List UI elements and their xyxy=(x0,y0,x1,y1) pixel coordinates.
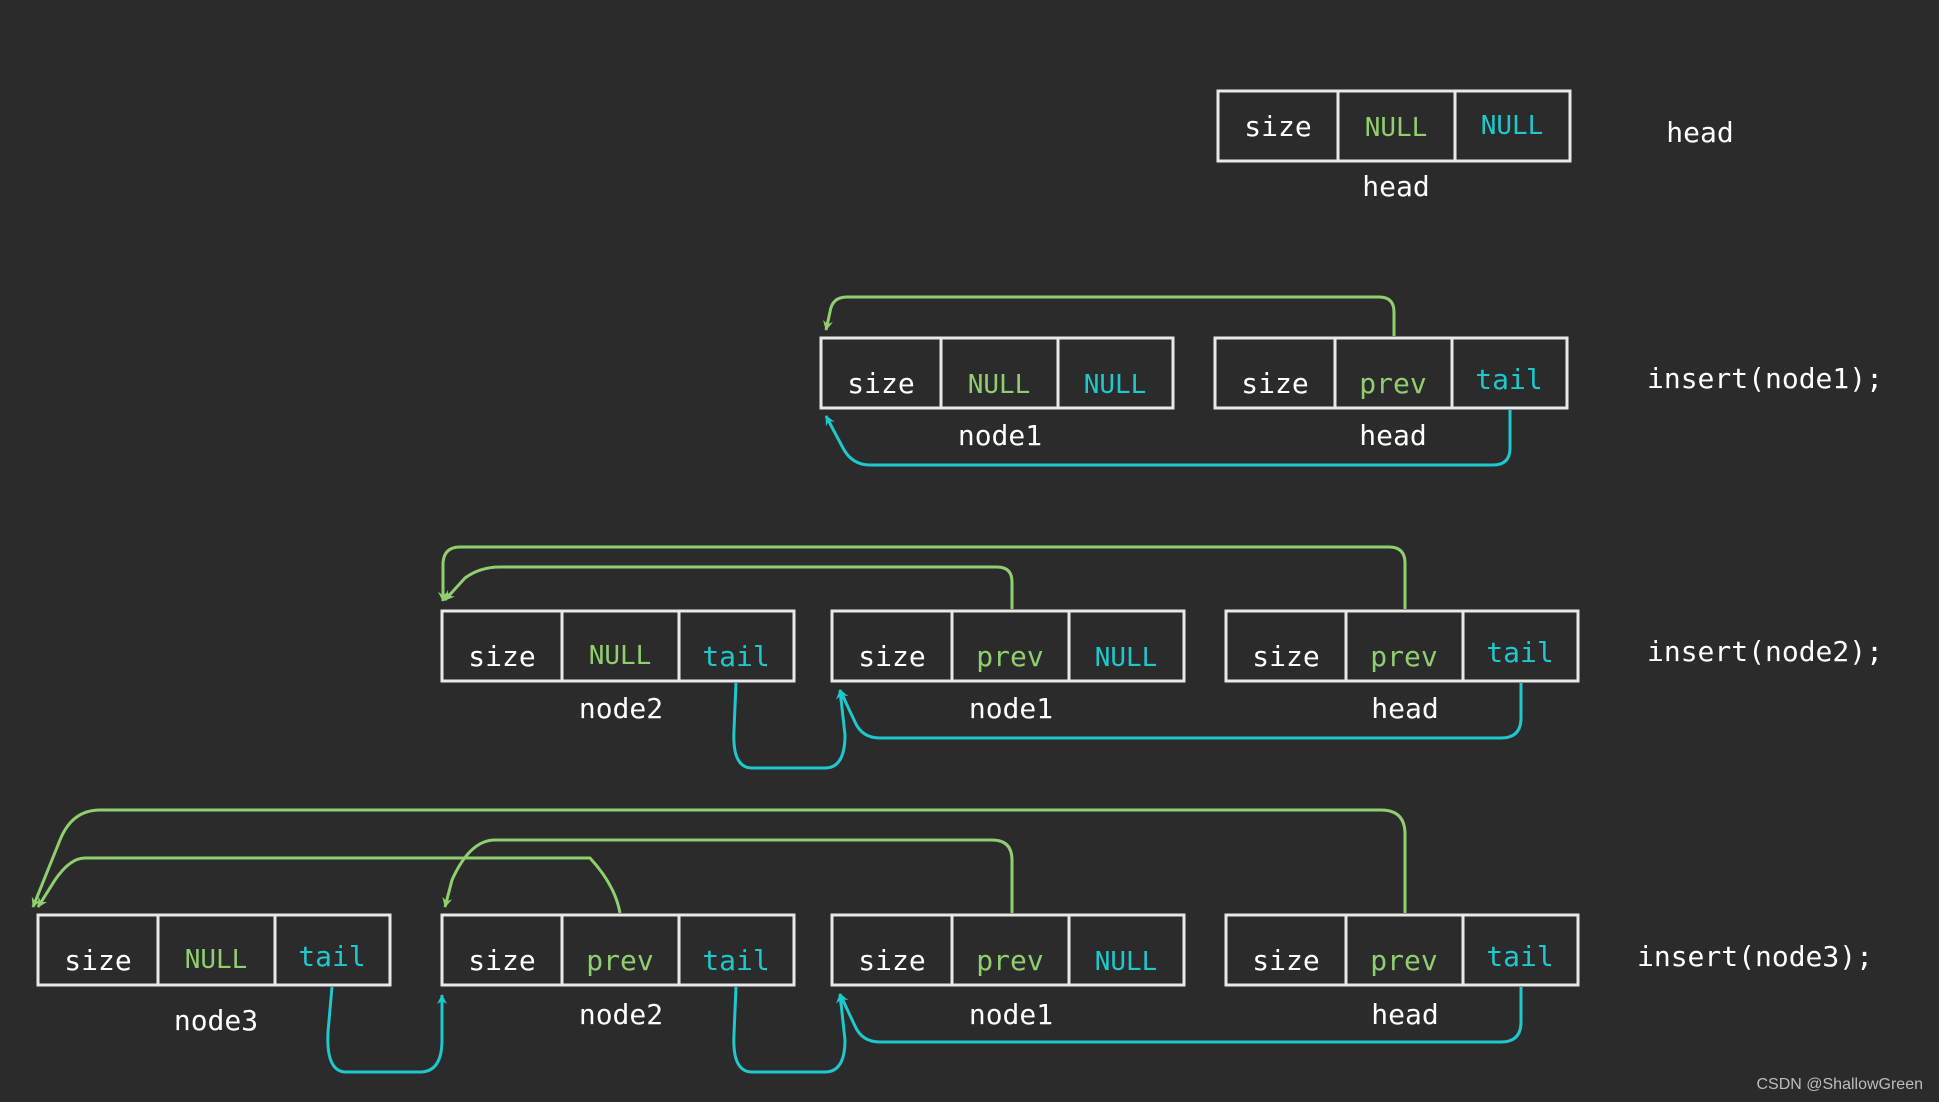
prev-field: prev xyxy=(976,640,1043,673)
tail-pointer-arrow xyxy=(326,986,447,1074)
size-field: size xyxy=(1252,640,1319,673)
node-box-node1: size NULL NULL xyxy=(819,336,1175,410)
size-field: size xyxy=(847,367,914,400)
prev-pointer-arrow xyxy=(31,808,1407,913)
operation-label: insert(node2); xyxy=(1647,635,1883,668)
node-name-label: head xyxy=(1371,692,1438,725)
node-box-node1: size prev NULL xyxy=(830,913,1186,987)
prev-field: prev xyxy=(1370,640,1437,673)
tail-field: NULL xyxy=(1095,643,1158,673)
node-box-head: size prev tail xyxy=(1224,609,1580,683)
row-insert-node3: size NULL tail node3 size prev tail node… xyxy=(31,808,1873,1074)
prev-pointer-arrow xyxy=(823,295,1396,336)
node-box-node2: size prev tail xyxy=(440,913,796,987)
prev-pointer-arrow xyxy=(443,565,1014,609)
operation-label: head xyxy=(1666,116,1733,149)
node-name-label: head xyxy=(1371,998,1438,1031)
prev-pointer-arrow xyxy=(438,545,1407,609)
tail-field: tail xyxy=(702,944,769,977)
tail-pointer-arrow xyxy=(732,986,847,1074)
size-field: size xyxy=(858,640,925,673)
prev-field: prev xyxy=(1370,944,1437,977)
node-name-label: node1 xyxy=(969,998,1053,1031)
node-box-head: size prev tail xyxy=(1224,913,1580,987)
size-field: size xyxy=(468,640,535,673)
node-name-label: node2 xyxy=(579,998,663,1031)
node-name-label: head xyxy=(1362,170,1429,203)
node-box-head: size NULL NULL xyxy=(1216,89,1572,163)
node-box-node1: size prev NULL xyxy=(830,609,1186,683)
tail-pointer-arrow xyxy=(838,683,1523,740)
row-head: size NULL NULL head head xyxy=(1216,89,1734,203)
tail-pointer-arrow xyxy=(838,987,1523,1044)
node-name-label: node3 xyxy=(174,1004,258,1037)
size-field: size xyxy=(1244,110,1311,143)
row-insert-node2: size NULL tail node2 size prev NULL node… xyxy=(438,545,1883,770)
prev-field: prev xyxy=(976,944,1043,977)
size-field: size xyxy=(1252,944,1319,977)
prev-pointer-arrow xyxy=(36,856,622,914)
size-field: size xyxy=(1241,367,1308,400)
tail-field: tail xyxy=(1486,636,1553,669)
prev-field: prev xyxy=(1359,367,1426,400)
prev-field: NULL xyxy=(185,945,248,975)
node-name-label: node2 xyxy=(579,692,663,725)
tail-field: tail xyxy=(1486,940,1553,973)
tail-pointer-arrow xyxy=(732,682,847,770)
prev-field: NULL xyxy=(968,370,1031,400)
operation-label: insert(node1); xyxy=(1647,362,1883,395)
tail-pointer-arrow xyxy=(824,410,1512,467)
operation-label: insert(node3); xyxy=(1637,940,1873,973)
prev-pointer-arrow xyxy=(442,838,1014,913)
tail-field: tail xyxy=(298,940,365,973)
tail-field: NULL xyxy=(1084,370,1147,400)
watermark: CSDN @ShallowGreen xyxy=(1756,1076,1923,1093)
prev-field: NULL xyxy=(589,641,652,671)
size-field: size xyxy=(64,944,131,977)
prev-field: prev xyxy=(586,944,653,977)
prev-field: NULL xyxy=(1365,113,1428,143)
node-box-node2: size NULL tail xyxy=(440,609,796,683)
node-name-label: node1 xyxy=(958,419,1042,452)
node-name-label: head xyxy=(1359,419,1426,452)
tail-field: tail xyxy=(1475,363,1542,396)
tail-field: NULL xyxy=(1095,947,1158,977)
node-name-label: node1 xyxy=(969,692,1053,725)
tail-field: tail xyxy=(702,640,769,673)
tail-field: NULL xyxy=(1481,111,1544,141)
row-insert-node1: size NULL NULL node1 size prev tail head… xyxy=(819,295,1883,467)
size-field: size xyxy=(858,944,925,977)
node-box-node3: size NULL tail xyxy=(36,913,392,987)
node-box-head: size prev tail xyxy=(1213,336,1569,410)
size-field: size xyxy=(468,944,535,977)
